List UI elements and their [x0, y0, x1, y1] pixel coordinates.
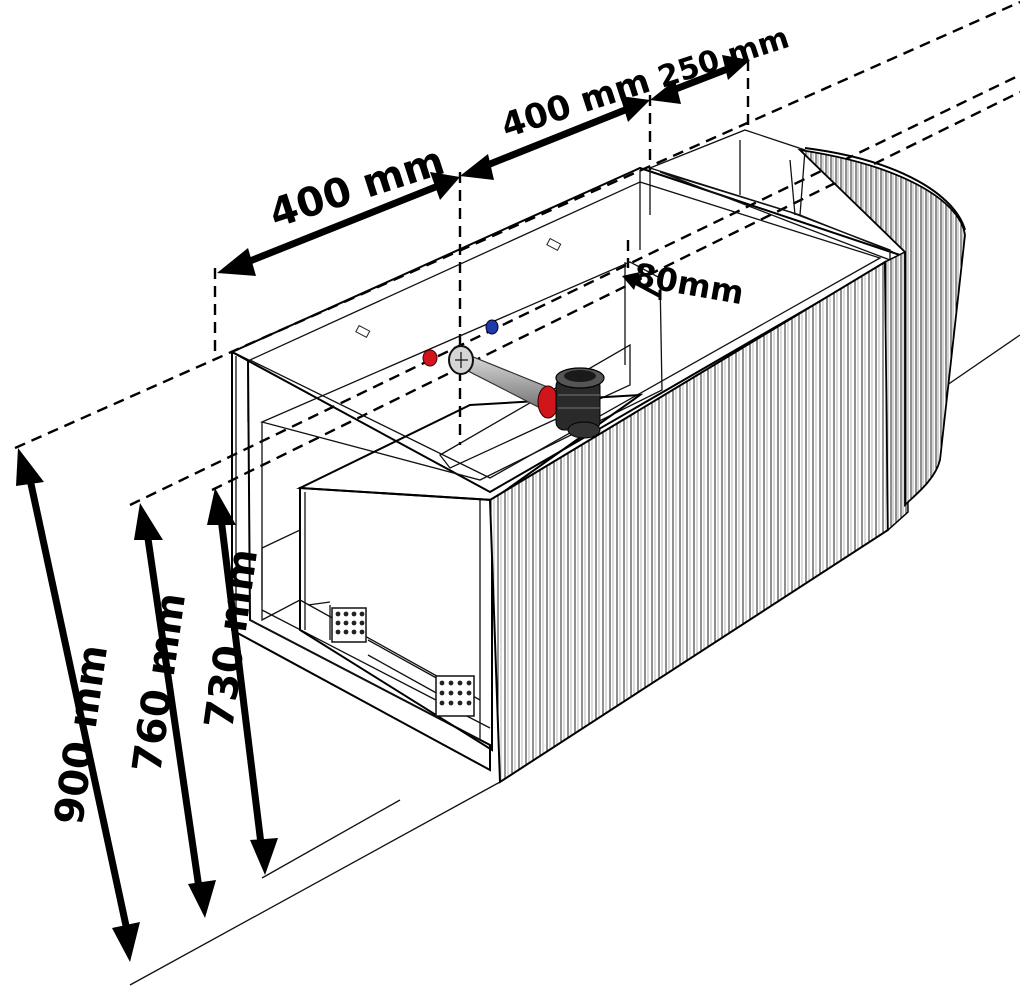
red-connector-icon [422, 349, 438, 367]
drawer-box [296, 393, 644, 752]
label-height-760: 760 mm [124, 590, 195, 775]
dimension-arrow-730 [207, 488, 278, 875]
label-width-left: 400 mm [264, 138, 450, 238]
dimension-arrow-width-left [217, 172, 460, 276]
dimension-arrow-900 [16, 448, 140, 962]
dimension-arrow-width-middle [460, 96, 650, 180]
drawer-slide-hardware [331, 607, 475, 717]
label-depth-80: 80mm [631, 255, 747, 312]
reference-dashed-lines [14, 0, 1020, 507]
label-width-right: 250 mm [654, 20, 794, 95]
label-height-900: 900 mm [46, 642, 117, 827]
blue-connector-icon [485, 319, 499, 335]
dimension-arrow-depth-80 [622, 272, 662, 300]
ribbed-curved-end-panel [797, 147, 966, 508]
dimension-arrow-width-right [650, 55, 750, 104]
dimension-arrow-760 [134, 503, 216, 918]
label-width-middle: 400 mm [496, 61, 655, 147]
ribbed-front-panel [488, 250, 909, 784]
siphon-icon [448, 345, 605, 439]
label-height-730: 730 mm [196, 546, 267, 731]
wall-dowels [355, 237, 562, 339]
